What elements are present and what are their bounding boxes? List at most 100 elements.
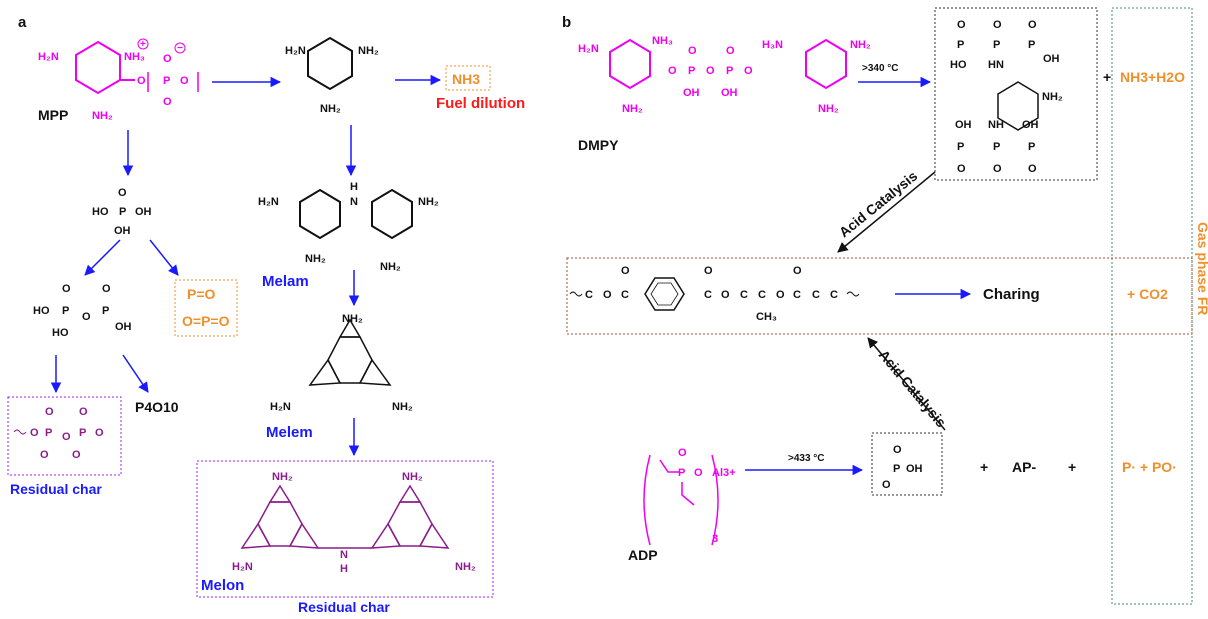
svg-text:P: P xyxy=(102,305,109,317)
arrow-acid-catalysis-bottom xyxy=(867,337,946,431)
melam-structure: H₂N H N NH₂ NH₂ NH₂ xyxy=(258,181,439,273)
svg-text:NH₂: NH₂ xyxy=(305,253,326,265)
polyphosphate-structure: O P O O P O O O O xyxy=(13,406,104,461)
svg-text:NH₂: NH₂ xyxy=(818,103,839,115)
svg-text:OH: OH xyxy=(114,225,131,237)
svg-text:O: O xyxy=(776,289,785,301)
svg-text:NH₂: NH₂ xyxy=(272,471,293,483)
melamine-structure: H₂N NH₂ NH₂ xyxy=(285,36,379,115)
svg-text:NH: NH xyxy=(988,119,1004,131)
residual-char-box xyxy=(7,396,122,476)
svg-text:O: O xyxy=(102,283,111,295)
svg-text:O: O xyxy=(72,449,81,461)
svg-text:P: P xyxy=(678,467,685,479)
svg-text:O: O xyxy=(993,163,1002,175)
melem-label: Melem xyxy=(266,424,313,441)
po-radical: P=O xyxy=(187,286,216,302)
svg-text:OH: OH xyxy=(906,463,923,475)
svg-text:P: P xyxy=(79,427,86,439)
svg-text:P: P xyxy=(993,39,1000,51)
fuel-dilution-label: Fuel dilution xyxy=(436,95,525,112)
pet-structure: C O C O C O O C C CH₃ O C O C C xyxy=(569,265,860,323)
svg-text:OH: OH xyxy=(955,119,972,131)
svg-text:O: O xyxy=(882,479,891,491)
arrow-to-p4o10 xyxy=(122,354,149,393)
product-structure: O O O P P P HO OH HN NH₂ OH NH OH P P P … xyxy=(950,19,1063,175)
svg-text:C: C xyxy=(812,289,820,301)
svg-text:HO: HO xyxy=(950,59,967,71)
panel-b-label: b xyxy=(562,14,571,31)
svg-text:O: O xyxy=(1028,163,1037,175)
svg-text:H: H xyxy=(350,181,358,193)
svg-text:O: O xyxy=(726,45,735,57)
radicals-box xyxy=(174,279,238,337)
svg-text:NH₂: NH₂ xyxy=(622,103,643,115)
svg-text:O: O xyxy=(45,406,54,418)
temp-340-label: >340 °C xyxy=(862,63,899,74)
ap-label: AP- xyxy=(1012,459,1036,475)
acid-catalysis-1: Acid Catalysis xyxy=(836,168,921,241)
svg-text:3: 3 xyxy=(712,533,718,545)
melon-structure: NH₂ NH₂ H₂N H N NH₂ xyxy=(232,471,476,575)
svg-text:O: O xyxy=(79,406,88,418)
svg-text:H₂N: H₂N xyxy=(285,45,306,57)
svg-text:O: O xyxy=(893,444,902,456)
svg-text:P: P xyxy=(957,141,964,153)
svg-text:H: H xyxy=(340,563,348,575)
svg-text:O: O xyxy=(180,75,189,87)
svg-text:O: O xyxy=(793,265,802,277)
svg-text:O: O xyxy=(957,19,966,31)
arrow-to-radicals xyxy=(149,239,179,276)
svg-text:P: P xyxy=(45,427,52,439)
svg-text:O: O xyxy=(163,96,172,108)
svg-text:C: C xyxy=(830,289,838,301)
svg-text:P: P xyxy=(1028,39,1035,51)
svg-text:O: O xyxy=(1028,19,1037,31)
svg-text:O: O xyxy=(95,427,104,439)
plus-1: + xyxy=(1103,69,1111,85)
mpp-label: MPP xyxy=(38,107,68,123)
co2-label: + CO2 xyxy=(1127,286,1168,302)
svg-text:OH: OH xyxy=(1043,53,1060,65)
svg-text:P: P xyxy=(1028,141,1035,153)
svg-text:NH₂: NH₂ xyxy=(850,39,871,51)
svg-text:P: P xyxy=(957,39,964,51)
melon-box xyxy=(196,460,494,598)
svg-text:C: C xyxy=(740,289,748,301)
svg-text:O: O xyxy=(744,65,753,77)
svg-text:C: C xyxy=(704,289,712,301)
svg-text:O: O xyxy=(993,19,1002,31)
svg-text:O: O xyxy=(694,467,703,479)
nh3-label: NH3 xyxy=(452,71,480,87)
svg-text:O: O xyxy=(668,65,677,77)
p-po-label: P· + PO· xyxy=(1122,459,1177,475)
svg-text:NH₂: NH₂ xyxy=(418,196,439,208)
adp-structure: P O O 3 xyxy=(643,447,719,546)
svg-text:H₂N: H₂N xyxy=(232,561,253,573)
adp-label: ADP xyxy=(628,547,658,563)
po2-radical: O=P=O xyxy=(182,313,230,329)
al-label: Al3+ xyxy=(712,467,736,479)
svg-text:O: O xyxy=(688,45,697,57)
phosphoric-acid-structure: O HO P OH OH xyxy=(92,187,152,237)
svg-text:O: O xyxy=(678,447,687,459)
svg-text:O: O xyxy=(706,65,715,77)
svg-text:OH: OH xyxy=(1022,119,1039,131)
svg-text:NH₂: NH₂ xyxy=(320,103,341,115)
svg-text:H₃N: H₃N xyxy=(762,39,783,51)
svg-text:O: O xyxy=(118,187,127,199)
svg-text:NH₂: NH₂ xyxy=(380,261,401,273)
residual-char-left-label: Residual char xyxy=(10,481,102,497)
svg-text:O: O xyxy=(82,311,91,323)
svg-text:H₂N: H₂N xyxy=(38,51,59,63)
svg-text:H₂N: H₂N xyxy=(578,43,599,55)
melem-structure: NH₂ H₂N NH₂ xyxy=(270,313,413,413)
svg-text:O: O xyxy=(957,163,966,175)
product-box xyxy=(934,7,1098,181)
svg-text:O: O xyxy=(621,265,630,277)
svg-text:O: O xyxy=(62,283,71,295)
svg-text:HO: HO xyxy=(33,305,50,317)
arrow-acid-catalysis-top xyxy=(837,171,936,253)
gas-phase-box xyxy=(1111,7,1193,605)
svg-text:OH: OH xyxy=(115,321,132,333)
